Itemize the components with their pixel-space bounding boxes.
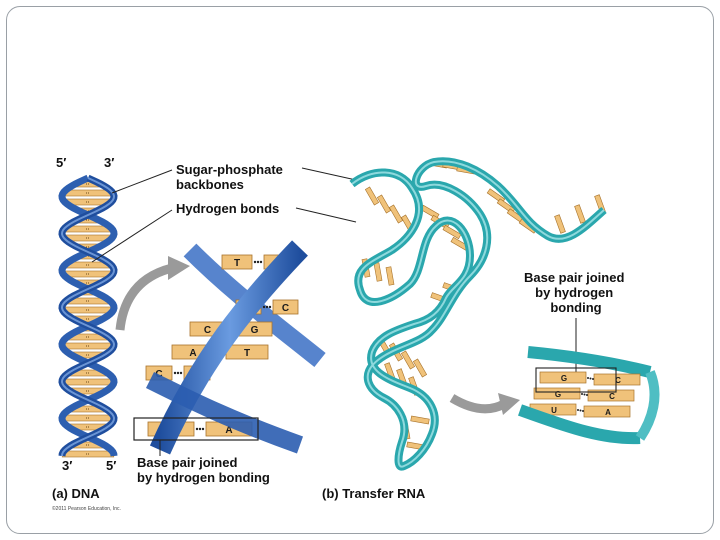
trna-base xyxy=(385,266,395,286)
hbond-dot xyxy=(577,409,579,411)
trna-caption: (b) Transfer RNA xyxy=(322,486,426,501)
trna-closeup-base-left xyxy=(533,387,581,400)
trna-closeup-strand-bottom xyxy=(518,404,641,445)
trna-zoom-arrow-head xyxy=(498,393,520,415)
dna-closeup-base-left xyxy=(221,254,253,270)
backbones-label-line1: Sugar-phosphate xyxy=(176,162,283,177)
dna-backbone-strand-back xyxy=(58,174,118,457)
trna-base xyxy=(410,415,430,425)
dna-base-letter: G xyxy=(251,325,259,336)
trna-base xyxy=(373,262,383,282)
copyright-notice: ©2011 Pearson Education, Inc. xyxy=(52,505,121,512)
dna-base-letter: A xyxy=(225,425,232,436)
trna-bp-label-line2: by hydrogen xyxy=(535,285,613,300)
trna-base xyxy=(412,358,428,378)
hbond-leader-dna xyxy=(91,209,173,263)
hbond-dot xyxy=(583,393,586,396)
trna-base-letter: A xyxy=(605,408,611,417)
hbond-dot xyxy=(259,260,263,264)
trna-base-pair-highlight-box xyxy=(535,367,617,393)
trna-backbone-highlight xyxy=(351,160,605,468)
hbond-dot xyxy=(253,260,257,264)
dna-rung xyxy=(62,189,114,197)
dna-base-pair-highlight-box xyxy=(133,417,259,441)
dna-base-letter: T xyxy=(234,258,240,269)
trna-base-letter: G xyxy=(555,390,561,399)
dna-closeup-base-right xyxy=(272,299,299,315)
trna-base xyxy=(364,186,380,206)
dna-top-left-end: 5′ xyxy=(56,155,66,170)
hbond-dot xyxy=(195,427,199,431)
hbond-dot xyxy=(579,409,582,412)
dna-closeup-strand-lower xyxy=(145,371,304,454)
trna-closeup-base-left xyxy=(539,371,587,384)
hbond-leader-trna xyxy=(295,207,357,223)
hbond-dot xyxy=(173,371,177,375)
trna-closeup-base-right xyxy=(593,373,641,386)
backbones-label: Sugar-phosphate backbones xyxy=(176,162,287,192)
trna-closeup-strand-top xyxy=(527,346,652,378)
trna-base xyxy=(376,194,392,214)
dna-base-letter: A xyxy=(189,348,196,359)
trna-closeup-base-right xyxy=(583,405,631,418)
hbond-dot xyxy=(581,393,583,395)
trna-base-letter: C xyxy=(609,392,615,401)
trna-base-letter: G xyxy=(561,374,567,383)
dna-rung xyxy=(62,270,114,278)
hbond-dot xyxy=(587,377,589,379)
trna-base xyxy=(388,204,404,224)
trna-bp-label-line1: Base pair joined xyxy=(524,270,624,285)
dna-zoom-arrow xyxy=(115,263,174,331)
trna-closeup-base-right xyxy=(587,389,635,402)
hbond-dot xyxy=(201,427,205,431)
dna-caption: (a) DNA xyxy=(52,486,100,501)
hbond-dot xyxy=(589,377,592,380)
hbond-dot xyxy=(265,305,269,309)
trna-structure xyxy=(349,157,607,471)
hbond-dot xyxy=(582,410,584,412)
dna-bp-label-line2: by hydrogen bonding xyxy=(137,470,270,485)
dna-zoom-arrow-head xyxy=(168,256,190,280)
dna-bottom-right-end: 5′ xyxy=(106,458,116,473)
trna-base xyxy=(442,224,462,240)
hbond-dot xyxy=(256,260,260,264)
hbond-dot xyxy=(586,394,588,396)
trna-base-letter: C xyxy=(615,376,621,385)
trna-closeup: G C G C U A xyxy=(518,346,660,445)
backbone-leader-dna xyxy=(111,169,173,194)
hbond-dot xyxy=(268,305,272,309)
trna-zoom-arrow xyxy=(449,394,507,414)
hbond-dot xyxy=(176,371,180,375)
hbonds-label: Hydrogen bonds xyxy=(176,201,279,216)
hbond-dot xyxy=(198,427,202,431)
dna-helix xyxy=(58,174,118,458)
dna-bp-label: Base pair joined by hydrogen bonding xyxy=(137,455,270,485)
hbond-dot xyxy=(262,305,266,309)
trna-base xyxy=(400,350,416,370)
trna-bp-label-line3: bonding xyxy=(550,300,601,315)
dna-bp-label-line1: Base pair joined xyxy=(137,455,237,470)
trna-base xyxy=(554,214,566,234)
dna-base-letter: T xyxy=(244,348,250,359)
trna-closeup-strand-right xyxy=(635,370,660,441)
backbones-label-line2: backbones xyxy=(176,177,244,192)
dna-bottom-left-end: 3′ xyxy=(62,458,72,473)
hbond-dot xyxy=(179,371,183,375)
dna-backbone-highlight xyxy=(60,177,116,457)
dna-base-letter: C xyxy=(282,303,289,314)
backbone-leader-trna xyxy=(301,167,357,181)
dna-base-letter: C xyxy=(204,325,211,336)
dna-top-right-end: 3′ xyxy=(104,155,114,170)
trna-base-letter: U xyxy=(551,406,557,415)
dna-base-pair-rungs xyxy=(61,180,115,458)
trna-base xyxy=(574,204,586,224)
trna-bp-label: Base pair joined by hydrogen bonding xyxy=(524,270,628,315)
trna-closeup-base-pairs: G C G C U A xyxy=(529,371,641,418)
hbond-dot xyxy=(592,378,594,380)
